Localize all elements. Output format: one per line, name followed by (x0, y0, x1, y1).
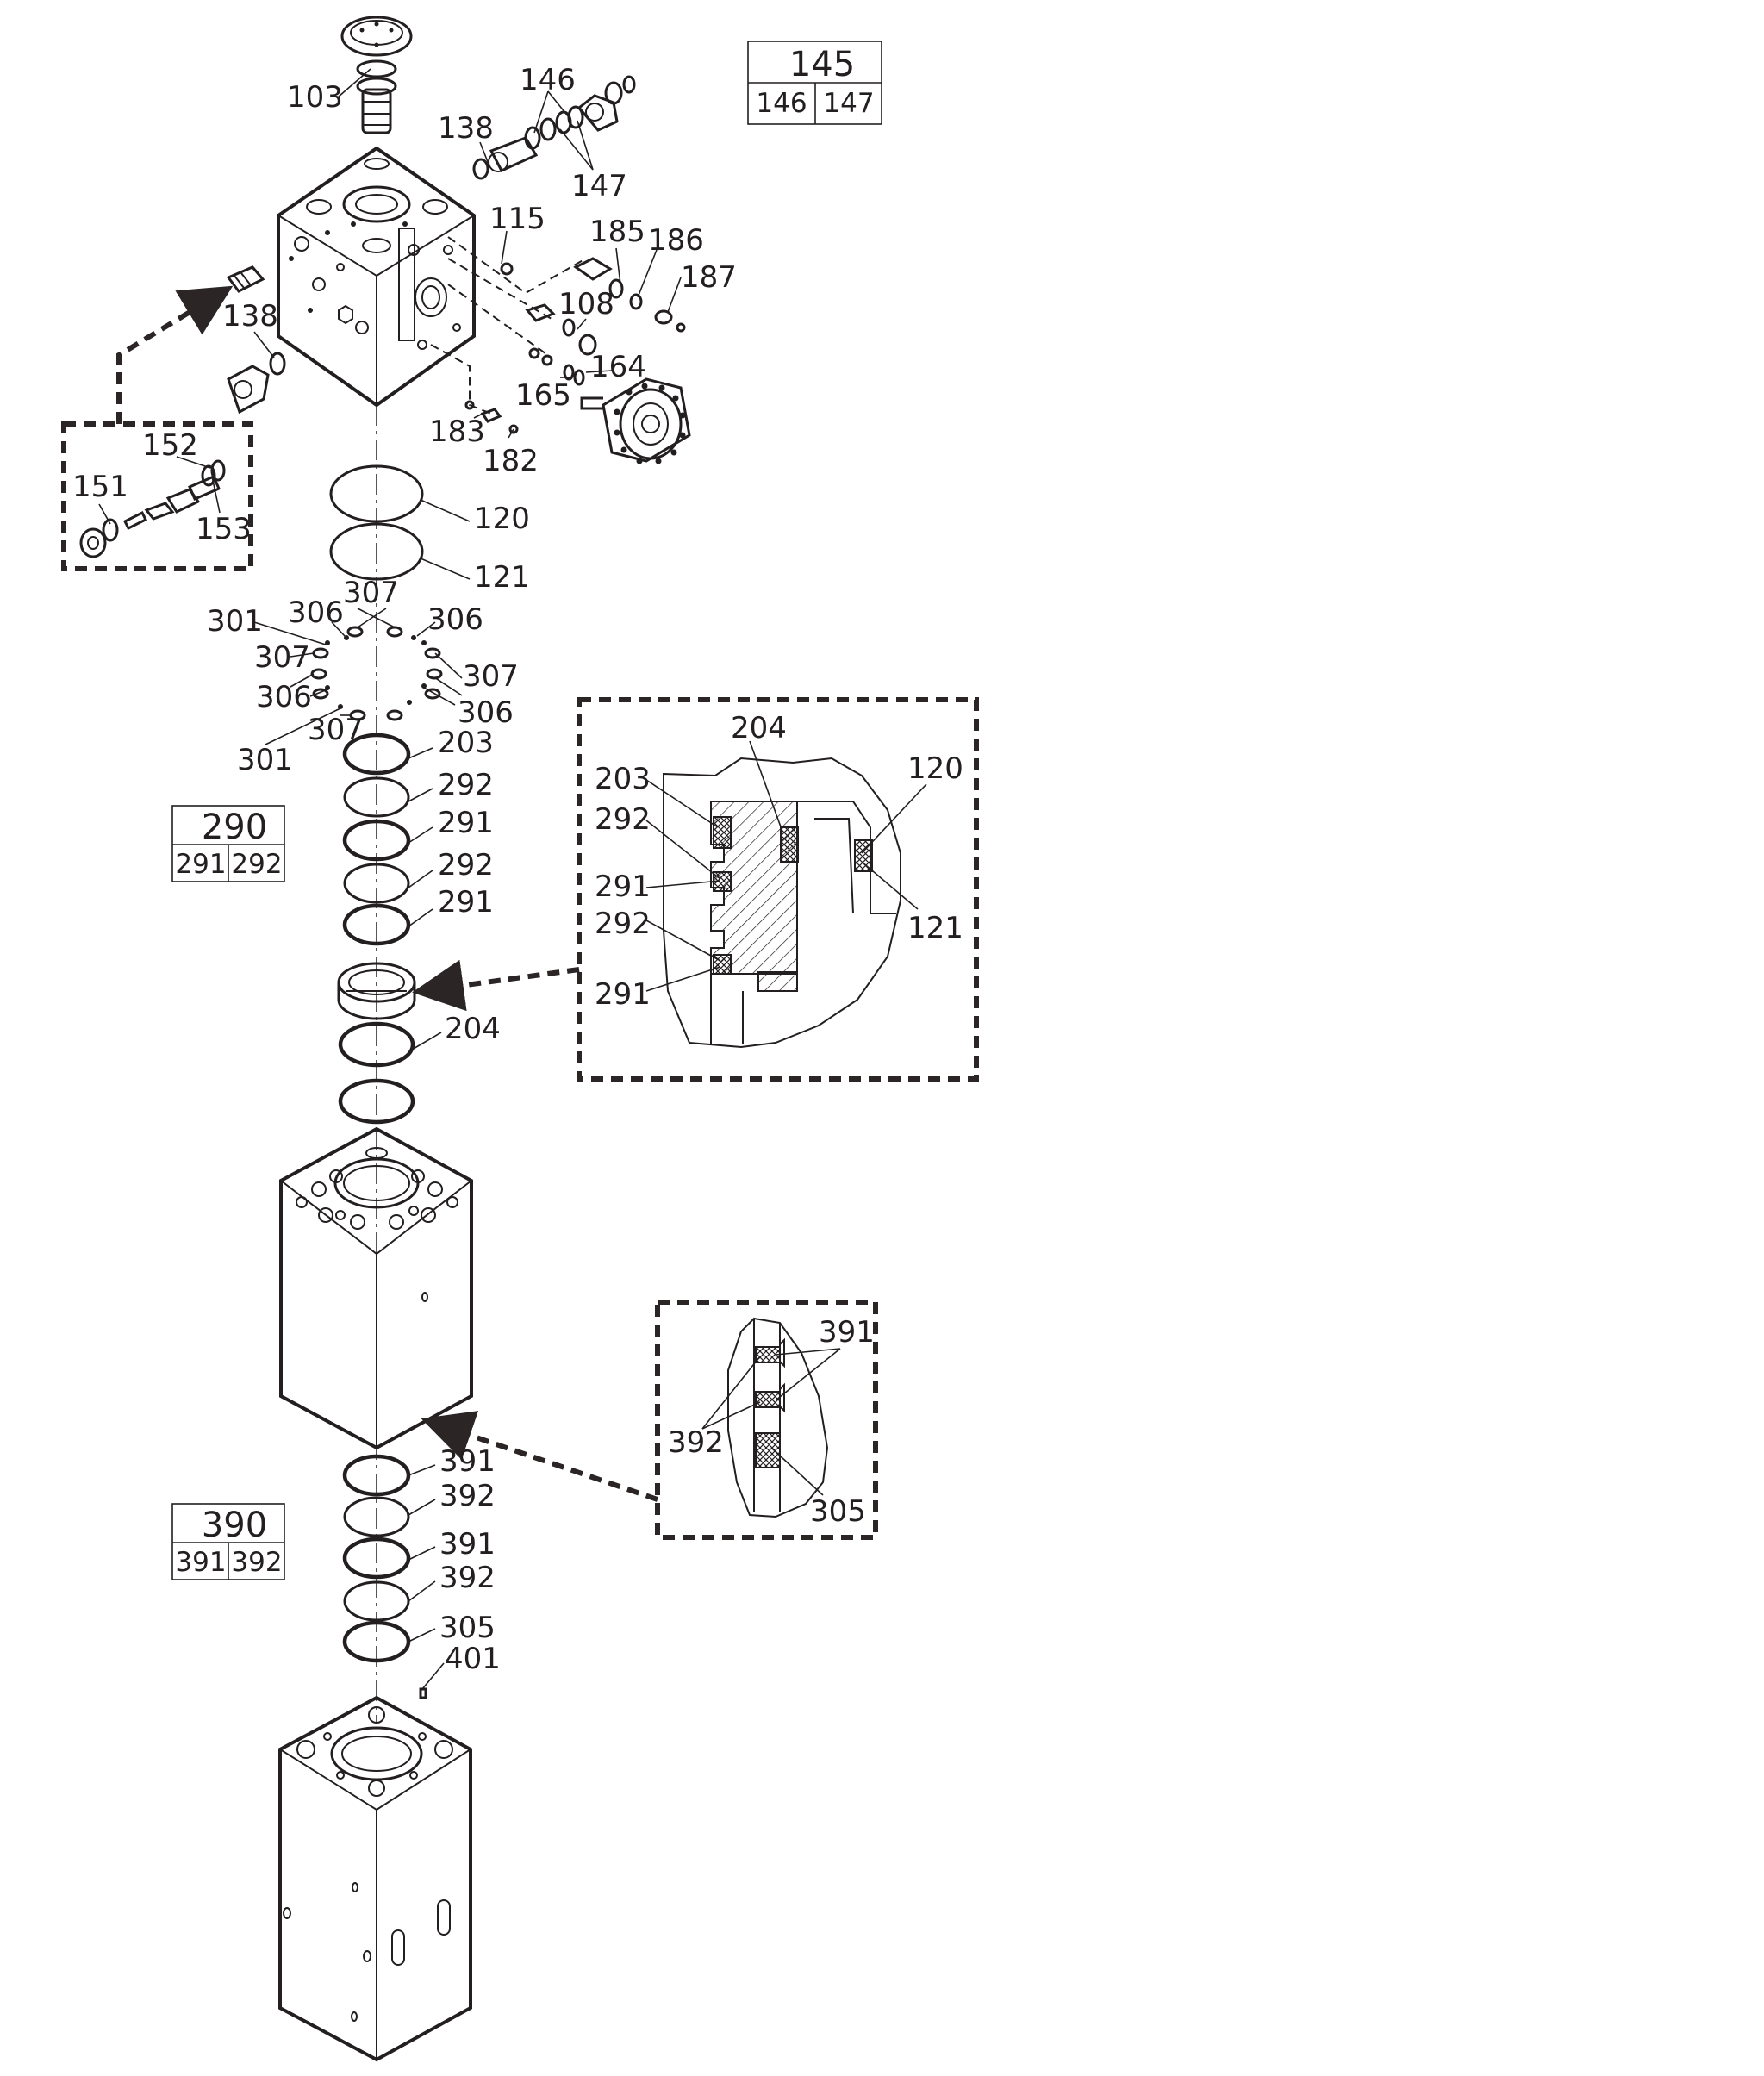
callout-151: 151 (72, 470, 128, 504)
callout-203: 203 (438, 726, 494, 760)
upper-valve-block (277, 146, 476, 408)
kit-table-390: 390 391 392 (171, 1503, 285, 1580)
callout-labels: 103 146 138 147 115 185 186 187 138 108 … (72, 63, 737, 1676)
lower-cylinder (278, 1695, 472, 2062)
callout-121: 121 (907, 911, 963, 945)
callout-153: 153 (196, 512, 252, 546)
part-146-147-fitting-assembly (472, 75, 636, 180)
callout-306: 306 (288, 595, 344, 630)
detail-box-relief-valve (61, 285, 253, 571)
kit-table-290: 290 291 292 (171, 805, 285, 882)
backup-ring-292 (343, 776, 410, 818)
callout-203: 203 (595, 762, 651, 796)
part-138-plug-left (226, 265, 286, 415)
callout-115: 115 (489, 202, 545, 236)
seal-ring (338, 1078, 415, 1125)
callout-306: 306 (256, 680, 312, 714)
callout-292: 292 (595, 907, 651, 941)
kit-number: 290 (202, 807, 267, 847)
callout-392: 392 (439, 1479, 496, 1513)
callout-292: 292 (438, 768, 494, 802)
callout-301: 301 (207, 604, 263, 639)
seal-203 (342, 733, 411, 776)
kit-part: 146 (756, 88, 807, 119)
callout-182: 182 (483, 444, 539, 478)
callout-204: 204 (445, 1012, 501, 1046)
leader-lines (98, 68, 927, 1690)
callout-307: 307 (343, 576, 399, 610)
kit-part: 147 (823, 88, 874, 119)
backup-ring-392 (343, 1496, 410, 1537)
kit-number: 145 (789, 45, 855, 84)
part-103-cap-assembly (340, 16, 413, 134)
kit-part: 391 (175, 1547, 226, 1578)
detail-lower-labels: 391 392 305 (668, 1315, 875, 1529)
kit-part: 291 (175, 849, 226, 880)
o-ring-121 (329, 522, 424, 581)
callout-291: 291 (438, 806, 494, 840)
callout-392: 392 (668, 1425, 724, 1460)
detail-box-cylinder-seals (421, 1300, 878, 1540)
backup-ring-292 (343, 863, 410, 904)
middle-block (279, 1126, 473, 1450)
callout-147: 147 (571, 169, 627, 203)
callout-391: 391 (819, 1315, 875, 1350)
callout-108: 108 (558, 287, 614, 321)
callout-306: 306 (458, 695, 514, 730)
callout-291: 291 (438, 885, 494, 920)
callout-292: 292 (438, 848, 494, 882)
pin-401 (419, 1687, 427, 1699)
callout-121: 121 (474, 560, 530, 595)
callout-292: 292 (595, 802, 651, 837)
o-ring-120 (329, 464, 424, 523)
part-cover-plate-round (580, 377, 691, 464)
seal-204 (338, 1021, 415, 1068)
callout-291: 291 (595, 977, 651, 1012)
detail-upper-labels: 204 203 292 291 292 291 120 121 (595, 711, 963, 1012)
callout-307: 307 (308, 713, 364, 747)
callout-187: 187 (681, 260, 737, 295)
kit-part: 292 (231, 849, 282, 880)
callout-301: 301 (237, 743, 293, 777)
callout-204: 204 (731, 711, 787, 745)
right-side-fittings (430, 236, 686, 434)
small-o-rings-306-307 (310, 626, 443, 721)
kit-number: 390 (202, 1506, 267, 1545)
seal-291 (342, 903, 411, 946)
callout-307: 307 (463, 659, 519, 694)
callout-138: 138 (438, 111, 494, 146)
callout-138: 138 (222, 299, 278, 334)
callout-146: 146 (520, 63, 576, 97)
callout-392: 392 (439, 1561, 496, 1595)
seal-291 (342, 819, 411, 862)
seal-391 (342, 1537, 411, 1580)
detail-box-piston-seals (412, 697, 979, 1082)
callout-391: 391 (439, 1527, 496, 1562)
callout-183: 183 (429, 415, 485, 449)
callout-186: 186 (648, 223, 704, 258)
bolt-ring (614, 383, 686, 464)
callout-165: 165 (515, 378, 571, 413)
callout-401: 401 (445, 1642, 501, 1676)
callout-103: 103 (287, 80, 343, 115)
callout-391: 391 (439, 1444, 496, 1479)
callout-307: 307 (254, 640, 310, 675)
callout-120: 120 (474, 502, 530, 536)
callout-306: 306 (427, 602, 483, 637)
kit-table-145: 145 146 147 (747, 41, 882, 125)
kit-part: 392 (231, 1547, 282, 1578)
callout-305: 305 (439, 1611, 496, 1645)
callout-305: 305 (810, 1494, 866, 1529)
callout-164: 164 (590, 350, 646, 384)
callout-120: 120 (907, 751, 963, 786)
callout-185: 185 (589, 215, 645, 249)
callout-291: 291 (595, 870, 651, 904)
callout-152: 152 (142, 428, 198, 463)
